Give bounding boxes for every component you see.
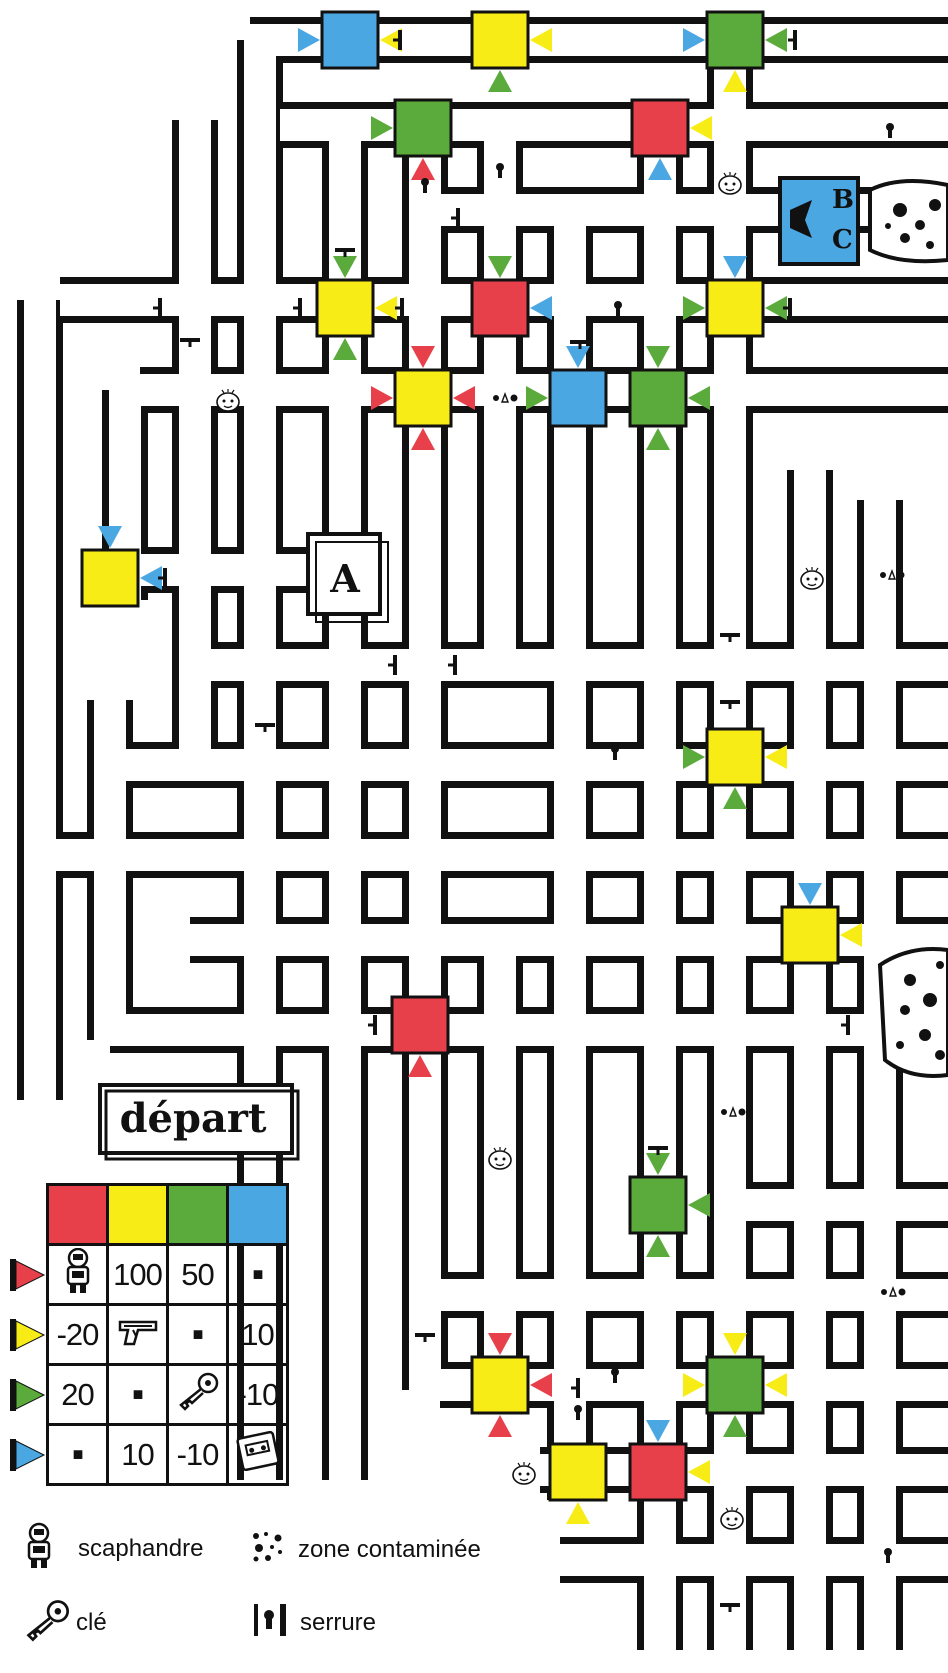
contaminated-zone-icon: [250, 1530, 286, 1569]
score-table-header: [48, 1185, 288, 1245]
row-marker-red: [10, 1257, 44, 1291]
header-green: [168, 1185, 228, 1245]
score-cell: ■: [228, 1245, 288, 1305]
yellow-direction-arrow: [566, 1502, 590, 1524]
score-row-blue: ■ 10 -10: [48, 1425, 288, 1485]
header-yellow: [108, 1185, 168, 1245]
green-junction-box[interactable]: [683, 1333, 787, 1437]
green-direction-arrow: [688, 1193, 710, 1217]
legend-key: clé: [22, 1598, 107, 1647]
score-cell: ■: [108, 1365, 168, 1425]
room-a-label: A: [329, 556, 360, 601]
pistol-icon: [108, 1305, 168, 1365]
room-c-label: C: [832, 225, 853, 255]
legend-scaphandre-label: scaphandre: [78, 1535, 203, 1563]
score-cell: 10: [228, 1305, 288, 1365]
room-bc[interactable]: B C: [780, 178, 858, 264]
header-red: [48, 1185, 108, 1245]
cassette-icon: [228, 1425, 288, 1485]
score-cell: -10: [168, 1425, 228, 1485]
yellow-junction-box[interactable]: [550, 1444, 606, 1524]
lock-icon: [252, 1602, 288, 1643]
score-cell: 10: [108, 1425, 168, 1485]
row-marker-yellow: [10, 1317, 44, 1351]
legend-contaminated: zone contaminée: [250, 1530, 481, 1569]
score-row-red: 100 50 ■: [48, 1245, 288, 1305]
legend-lock-label: serrure: [300, 1609, 376, 1637]
legend-scaphandre: scaphandre: [22, 1522, 203, 1575]
row-marker-green: [10, 1377, 44, 1411]
row-marker-blue: [10, 1437, 44, 1471]
legend-contaminated-label: zone contaminée: [298, 1536, 481, 1564]
legend-lock: serrure: [252, 1602, 376, 1643]
key-icon: [168, 1365, 228, 1425]
score-cell: -10: [228, 1365, 288, 1425]
start-room[interactable]: départ: [100, 1085, 298, 1159]
score-cell: 100: [108, 1245, 168, 1305]
key-icon: [22, 1598, 72, 1647]
legend-key-label: clé: [76, 1609, 107, 1637]
red-direction-arrow: [488, 1415, 512, 1437]
score-cell: ■: [48, 1425, 108, 1485]
score-cell: -20: [48, 1305, 108, 1365]
start-label: départ: [120, 1095, 267, 1142]
yellow-junction-box[interactable]: [371, 346, 475, 450]
score-table: 100 50 ■ -20 ■ 10 20 ■ -10 ■ 10 -10: [46, 1183, 289, 1486]
score-row-green: 20 ■ -10: [48, 1365, 288, 1425]
header-blue: [228, 1185, 288, 1245]
green-direction-arrow: [488, 70, 512, 92]
scaphandre-icon: [22, 1522, 56, 1575]
room-a[interactable]: A: [308, 534, 388, 622]
contaminated-zone-top: [870, 181, 948, 261]
scaphandre-icon: [48, 1245, 108, 1305]
score-row-yellow: -20 ■ 10: [48, 1305, 288, 1365]
room-b-label: B: [832, 185, 854, 215]
score-cell: 20: [48, 1365, 108, 1425]
score-cell: 50: [168, 1245, 228, 1305]
score-cell: ■: [168, 1305, 228, 1365]
contaminated-zone-middle: [880, 949, 948, 1076]
